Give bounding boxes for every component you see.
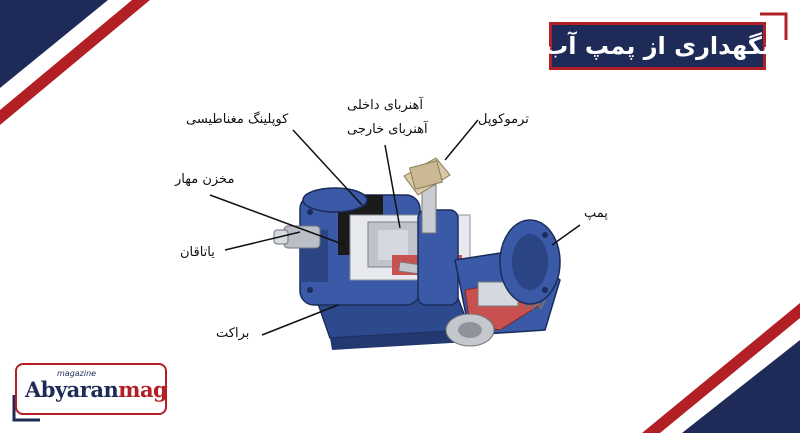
leader-inner-magnet — [384, 144, 401, 229]
leader-lines — [209, 119, 581, 336]
corner-navy-top-left — [0, 0, 108, 88]
pump-cutaway — [273, 157, 561, 350]
corner-red-bottom-right — [642, 303, 800, 433]
page-title: نگهداری از پمپ آب — [544, 32, 771, 60]
title-banner: نگهداری از پمپ آب — [544, 22, 771, 70]
logo-part-2: mag — [118, 377, 168, 402]
leader-thermocouple — [444, 119, 479, 161]
logo-wordmark: Abyaranmag — [25, 377, 168, 402]
label-pump: پمپ — [584, 206, 608, 221]
logo-tagline: magazine — [57, 369, 97, 378]
leader-bearing — [224, 231, 301, 251]
leader-pump — [551, 224, 581, 246]
label-inner-magnet: آهنربای داخلی — [347, 98, 424, 113]
leader-bracket — [261, 304, 339, 336]
label-bearing: یاتاقان — [180, 245, 215, 260]
label-bracket: براکت — [216, 326, 250, 341]
brand-logo: magazine Abyaranmag — [15, 363, 168, 415]
logo-part-1: Abyaran — [25, 377, 119, 402]
leader-containment — [209, 194, 346, 246]
leader-magnetic-coupling — [292, 129, 363, 206]
label-magnetic-coupling: کوپلینگ مغناطیسی — [186, 112, 289, 127]
label-containment: مخزن مهار — [175, 172, 235, 187]
frame-corner-top-right — [760, 12, 788, 40]
corner-navy-bottom-right — [682, 340, 800, 433]
label-outer-magnet: آهنربای خارجی — [347, 122, 428, 137]
frame-corner-bottom-left — [12, 395, 40, 422]
label-thermocouple: ترموکوپل — [478, 112, 529, 127]
corner-red-top-left — [0, 0, 150, 125]
